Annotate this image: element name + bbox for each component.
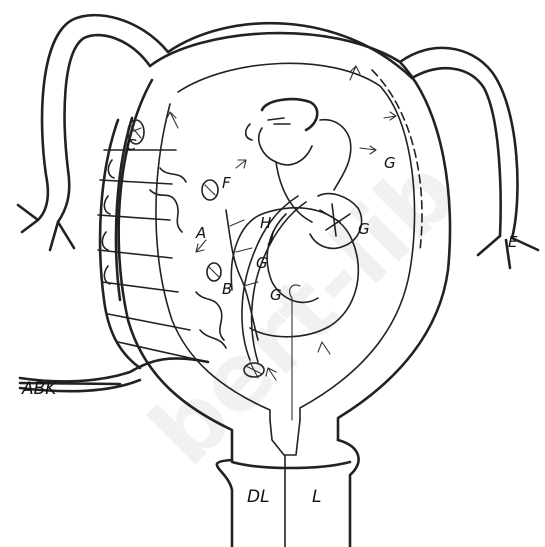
label-g-3: G [270,286,282,304]
label-g-1: G [384,154,396,172]
label-c: C [126,136,137,154]
label-abk: ABK [21,379,58,399]
label-dl: DL [247,487,270,507]
decidual-glands: C F A B [126,120,232,348]
left-fallopian-tube [18,15,168,250]
watermark: bert-lib [130,138,478,486]
label-l: L [312,487,321,507]
label-g-2: G [256,254,268,272]
label-g-4: G [358,220,370,238]
vascular-ladder: ABK [20,118,208,399]
label-a: A [195,224,206,242]
label-f: F [222,174,231,192]
label-e: E [508,233,518,251]
